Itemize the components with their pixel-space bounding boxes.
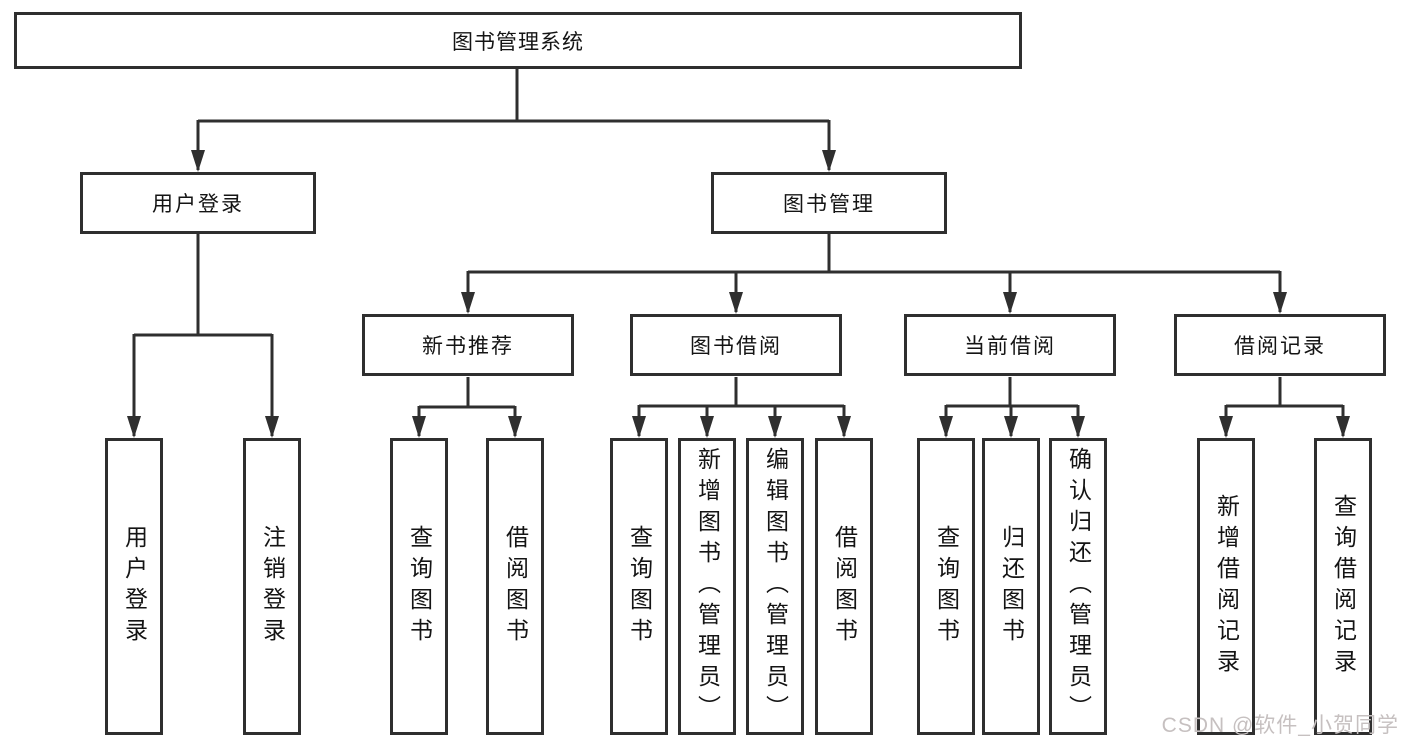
node-current-borrowing: 当前借阅 [904,314,1116,376]
leaf-logout: 注销登录 [243,438,301,735]
connector-new-book-recommendation-children [412,377,522,438]
connector-book-management-children [461,234,1287,314]
node-label: 查询图书 [933,524,960,649]
node-label: 查询图书 [626,524,653,649]
node-book-borrowing: 图书借阅 [630,314,842,376]
connector-spine [134,234,272,337]
leaf-search-borrow-record: 查询借阅记录 [1314,438,1372,735]
connector-spine [468,234,1280,274]
connector-spine [639,377,844,408]
node-label: 确认归还（管理员） [1065,447,1092,726]
node-new-book-recommendation: 新书推荐 [362,314,574,376]
node-label: 注销登录 [259,524,286,649]
connector-book-borrowing-children [632,377,851,438]
leaf-edit-book-admin: 编辑图书（管理员） [746,438,804,735]
node-label: 归还图书 [998,524,1025,649]
watermark-text: CSDN @软件_小贺同学 [1161,714,1399,737]
node-book-management: 图书管理 [711,172,947,234]
node-label: 图书管理 [783,193,875,216]
node-user-login: 用户登录 [80,172,316,234]
leaf-search-books-1: 查询图书 [390,438,448,735]
node-label: 查询借阅记录 [1330,493,1357,680]
node-label: 用户登录 [121,524,148,649]
leaf-search-books-3: 查询图书 [917,438,975,735]
node-label: 查询图书 [406,524,433,649]
node-label: 图书管理系统 [452,30,584,54]
node-library-management-system: 图书管理系统 [14,12,1022,69]
node-label: 新书推荐 [422,335,514,358]
node-label: 借阅图书 [831,524,858,649]
connector-spine [1226,377,1343,408]
node-label: 借阅记录 [1234,335,1326,358]
leaf-add-book-admin: 新增图书（管理员） [678,438,736,735]
leaf-confirm-return-admin: 确认归还（管理员） [1049,438,1107,735]
node-label: 用户登录 [152,193,244,216]
leaf-user-login: 用户登录 [105,438,163,735]
connector-user-login-children [127,234,279,438]
node-label: 编辑图书（管理员） [762,447,789,726]
leaf-search-books-2: 查询图书 [610,438,668,735]
node-borrowing-records: 借阅记录 [1174,314,1386,376]
connector-borrowing-records-children [1219,377,1350,438]
leaf-borrow-books-2: 借阅图书 [815,438,873,735]
node-label: 借阅图书 [502,524,529,649]
node-label: 图书借阅 [690,335,782,358]
connector-current-borrowing-children [939,377,1085,438]
node-label: 新增图书（管理员） [694,447,721,726]
leaf-return-books: 归还图书 [982,438,1040,735]
connector-spine [946,377,1078,408]
connector-root-to-level1 [191,69,836,172]
node-label: 当前借阅 [964,335,1056,358]
connector-spine [198,69,829,123]
connector-spine [419,377,515,409]
leaf-borrow-books-1: 借阅图书 [486,438,544,735]
leaf-add-borrow-record: 新增借阅记录 [1197,438,1255,735]
node-label: 新增借阅记录 [1213,493,1240,680]
